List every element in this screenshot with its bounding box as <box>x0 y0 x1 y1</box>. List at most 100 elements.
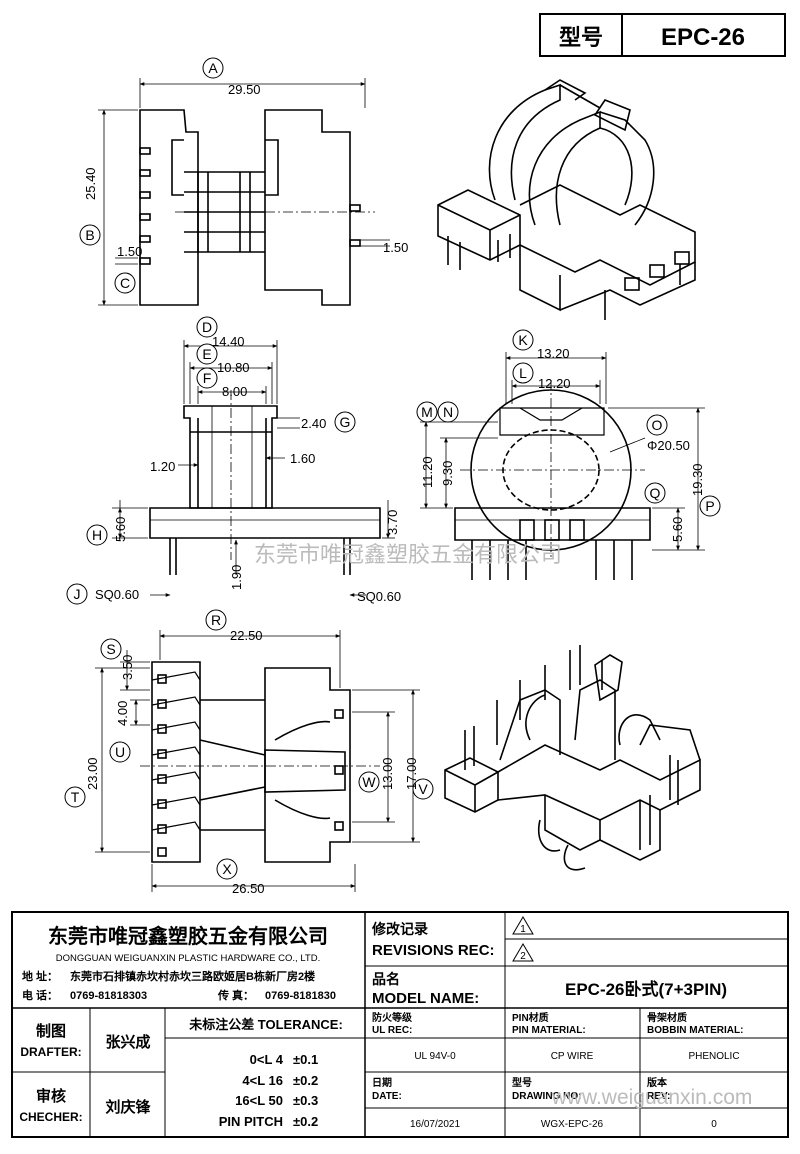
model-value: EPC-26 <box>661 24 745 51</box>
dim-d: 14.40 <box>212 334 245 349</box>
dim-j: SQ0.60 <box>95 587 139 602</box>
rev-value: 0 <box>711 1119 717 1130</box>
dim-f: 8.00 <box>222 384 247 399</box>
balloon-k: K <box>518 332 528 348</box>
dim-o: Φ20.50 <box>647 438 690 453</box>
date-label-en: DATE: <box>372 1091 402 1102</box>
dim-e: 10.80 <box>217 360 250 375</box>
tol-value-2: ±0.3 <box>293 1093 318 1108</box>
balloon-j: J <box>74 586 81 602</box>
phone-label: 电 话： <box>22 988 58 1002</box>
front-view <box>149 390 381 575</box>
pin-label-cn: PIN材质 <box>512 1011 549 1024</box>
balloon-a: A <box>208 60 218 76</box>
balloon-q: Q <box>650 485 661 501</box>
checker-label-en: CHECHER: <box>19 1110 82 1124</box>
title-block <box>11 911 789 1138</box>
model-label: 型号 <box>559 25 603 50</box>
side-view <box>454 380 651 580</box>
balloon-r: R <box>211 612 221 628</box>
dim-g: 2.40 <box>301 416 326 431</box>
tol-range-1: 4<L 16 <box>242 1073 283 1088</box>
side-view-dims <box>420 352 705 551</box>
bobbin-value: PHENOLIC <box>688 1051 739 1062</box>
drafter-name: 张兴成 <box>105 1033 150 1051</box>
header-box: 型号 EPC-26 <box>539 13 786 57</box>
balloon-g: G <box>340 414 351 430</box>
drawing-value: WGX-EPC-26 <box>541 1119 604 1130</box>
dim-p: 19.30 <box>690 463 705 496</box>
tol-value-1: ±0.2 <box>293 1073 318 1088</box>
ul-label-cn: 防火等级 <box>372 1011 413 1024</box>
balloon-w: W <box>362 774 376 790</box>
balloon-c: C <box>120 275 130 291</box>
watermark-company: 东莞市唯冠鑫塑胶五金有限公司 <box>254 542 562 567</box>
balloon-v: V <box>418 781 428 797</box>
drawing-label-cn: 型号 <box>512 1076 532 1089</box>
bobbin-label-en: BOBBIN MATERIAL: <box>647 1025 743 1036</box>
date-label-cn: 日期 <box>372 1076 392 1089</box>
balloon-h: H <box>92 527 102 543</box>
dim-a: 29.50 <box>228 82 261 97</box>
pin-value: CP WIRE <box>551 1051 594 1062</box>
checker-name: 刘庆锋 <box>105 1098 151 1116</box>
balloon-p: P <box>705 498 714 514</box>
rev-label-cn: 版本 <box>647 1076 668 1089</box>
balloon-s: S <box>106 641 115 657</box>
balloon-f: F <box>203 370 212 386</box>
pin-label-en: PIN MATERIAL: <box>512 1025 586 1036</box>
dim-s: 3.50 <box>120 655 135 680</box>
top-view <box>139 109 375 306</box>
fax-label: 传 真： <box>217 988 254 1002</box>
phone: 0769-81818303 <box>70 990 147 1002</box>
balloon-o: O <box>652 417 663 433</box>
tol-value-3: ±0.2 <box>293 1114 318 1129</box>
bottom-view <box>140 661 380 863</box>
bottom-view-dims <box>95 630 420 892</box>
balloon-u: U <box>115 744 125 760</box>
dim-m: 11.20 <box>420 456 435 488</box>
watermark-url: www.weiguanxin.com <box>551 1086 753 1109</box>
model-label-cn: 品名 <box>372 971 400 987</box>
dim-v: 17.00 <box>404 757 419 790</box>
rev-label-en: REV: <box>647 1091 670 1102</box>
tol-value-0: ±0.1 <box>293 1052 318 1067</box>
tol-range-3: PIN PITCH <box>219 1114 283 1129</box>
rev2-text: 2 <box>520 951 526 962</box>
checker-label-cn: 审核 <box>36 1087 66 1105</box>
dim-120: 1.20 <box>150 459 175 474</box>
date-value: 16/07/2021 <box>410 1119 460 1130</box>
dim-h: 5.60 <box>113 517 128 542</box>
dim-400: 4.00 <box>115 701 130 726</box>
balloon-n: N <box>443 404 453 420</box>
balloon-b: B <box>85 227 94 243</box>
drafter-label-en: DRAFTER: <box>20 1045 81 1059</box>
dim-370: 3.70 <box>385 510 400 535</box>
dim-x: 26.50 <box>232 881 265 896</box>
front-view-dims <box>112 340 395 597</box>
dim-t: 23.00 <box>85 757 100 790</box>
dim-k: 13.20 <box>537 346 570 361</box>
company-name-cn: 东莞市唯冠鑫塑胶五金有限公司 <box>48 924 328 948</box>
tol-range-0: 0<L 4 <box>250 1052 284 1067</box>
dim-190: 1.90 <box>229 565 244 590</box>
dim-c2: 1.50 <box>383 240 408 255</box>
company-name-en: DONGGUAN WEIGUANXIN PLASTIC HARDWARE CO.… <box>56 953 320 964</box>
balloon-labels: A B C D E F G H J K L M N O Q P R S T U … <box>71 60 715 877</box>
ul-value: UL 94V-0 <box>414 1051 456 1062</box>
rev1-text: 1 <box>520 924 526 935</box>
balloon-x: X <box>222 861 232 877</box>
balloons <box>64 57 721 880</box>
top-view-dims <box>98 78 390 306</box>
address: 东莞市石排镇赤坎村赤坎三路欧姬居B栋新厂房2楼 <box>70 969 315 983</box>
model-name: EPC-26卧式(7+3PIN) <box>565 979 727 999</box>
dimension-labels: 29.50 25.40 1.50 1.50 14.40 10.80 8.00 2… <box>83 82 705 896</box>
dim-n: 9.30 <box>440 461 455 486</box>
dim-c: 1.50 <box>117 244 142 259</box>
tol-range-2: 16<L 50 <box>235 1093 283 1108</box>
balloon-t: T <box>71 789 80 805</box>
tolerance-label: 未标注公差 TOLERANCE: <box>188 1017 343 1032</box>
model-label-en: MODEL NAME: <box>372 990 479 1007</box>
